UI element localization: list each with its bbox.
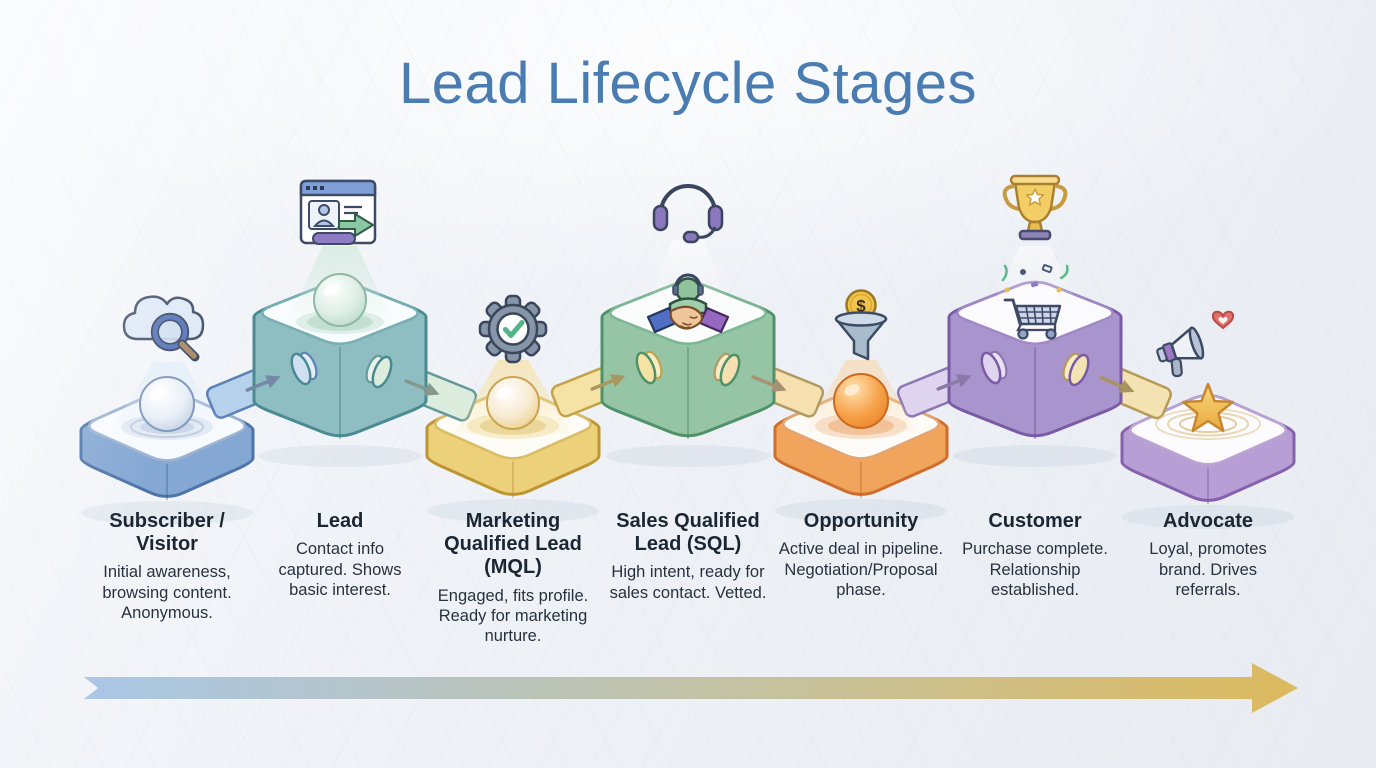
sphere-lead: [296, 273, 384, 334]
cloud-search-icon: [122, 295, 205, 362]
page-title: Lead Lifecycle Stages: [399, 51, 977, 116]
headset-icon: [652, 184, 724, 244]
agent-handshake-icon: [646, 273, 730, 334]
trophy-icon: [1002, 174, 1068, 241]
platform-advocate: [1120, 394, 1296, 504]
sphere-mql: [467, 376, 559, 439]
dollar-sign: $: [856, 297, 866, 316]
tube-flow-arrows: [245, 374, 1135, 396]
funnel-dollar-icon: $: [834, 289, 888, 361]
sphere-subscriber: [121, 376, 213, 440]
shopping-cart-icon: [1001, 264, 1069, 340]
sphere-opportunity: [815, 373, 907, 439]
contact-capture-window-icon: [299, 179, 377, 245]
platform-shadows: [81, 445, 1294, 529]
star-ripple-icon: [1155, 382, 1261, 440]
flow-direction-arrow: [84, 663, 1298, 713]
gear-check-icon: [478, 294, 548, 364]
tube-ports: [290, 350, 1090, 389]
megaphone-heart-icon: [1156, 310, 1235, 378]
